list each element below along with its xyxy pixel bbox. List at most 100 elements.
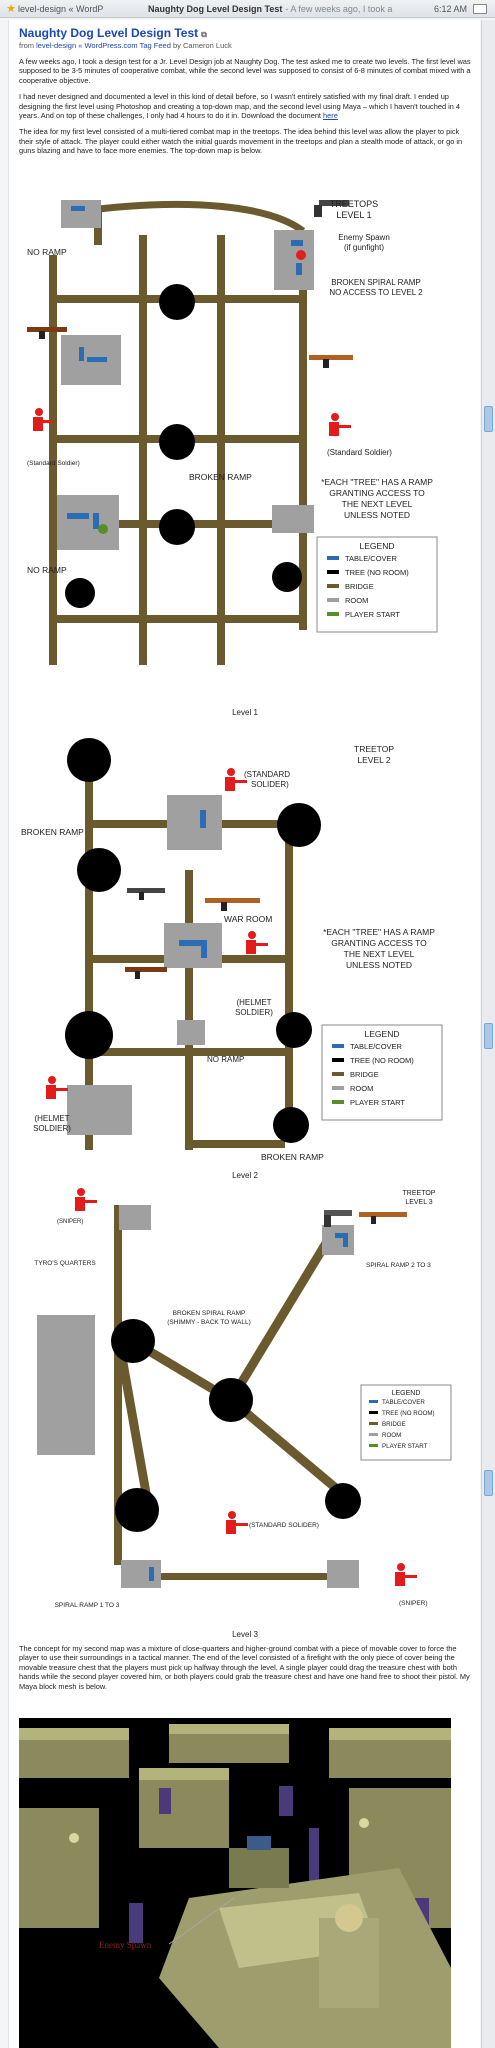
svg-text:BRIDGE: BRIDGE xyxy=(345,582,374,591)
level3-trees xyxy=(111,1319,361,1532)
soldier-icon-7 xyxy=(226,1511,248,1534)
level2-legend: LEGEND TABLE/COVER TREE (NO ROOM) BRIDGE… xyxy=(321,1024,443,1121)
svg-text:LEGEND: LEGEND xyxy=(360,541,395,551)
svg-text:ROOM: ROOM xyxy=(382,1432,401,1439)
level1-legend: LEGEND TABLE/COVER TREE (NO ROOM) BRIDGE… xyxy=(316,536,438,633)
svg-text:LEGEND: LEGEND xyxy=(392,1390,421,1397)
player-start-marker xyxy=(98,524,108,534)
svg-text:BROKEN RAMP: BROKEN RAMP xyxy=(261,1152,324,1162)
maya-block-mesh-image: Enemy Spawn xyxy=(19,1718,451,2048)
rifle-icon-4 xyxy=(205,898,260,911)
article-continued: The concept for my second map was a mixt… xyxy=(9,1638,480,1691)
article-title[interactable]: Naughty Dog Level Design Test⧉ xyxy=(19,26,207,40)
item-time: 6:12 AM xyxy=(433,3,467,14)
scroll-marker-2[interactable] xyxy=(484,1470,493,1496)
svg-text:ROOM: ROOM xyxy=(350,1084,373,1093)
scroll-marker[interactable] xyxy=(484,1023,493,1049)
rifle-icon-6 xyxy=(359,1212,407,1224)
paragraph-1: A few weeks ago, I took a design test fo… xyxy=(19,57,471,85)
svg-text:NO RAMP: NO RAMP xyxy=(207,1055,244,1064)
enemy-spawn-marker xyxy=(296,250,306,260)
svg-text:(STANDARD SOLIDER): (STANDARD SOLIDER) xyxy=(249,1522,319,1529)
level1-cover xyxy=(67,206,303,529)
external-link-icon[interactable]: ⧉ xyxy=(201,30,207,39)
soldier-icon-5 xyxy=(46,1076,68,1099)
svg-text:Enemy Spawn(if gunfight): Enemy Spawn(if gunfight) xyxy=(338,233,390,252)
svg-text:BROKEN SPIRAL RAMP(SHIMMY - BA: BROKEN SPIRAL RAMP(SHIMMY - BACK TO WALL… xyxy=(167,1310,251,1326)
browser-topbar: ★ level-design « WordP Naughty Dog Level… xyxy=(0,0,495,18)
paragraph-2: I had never designed and documented a le… xyxy=(19,92,461,121)
svg-text:BROKEN RAMP: BROKEN RAMP xyxy=(21,827,84,837)
svg-text:TREE (NO ROOM): TREE (NO ROOM) xyxy=(345,568,409,577)
level2-rooms xyxy=(67,795,222,1135)
svg-text:(Standard Soldier): (Standard Soldier) xyxy=(27,460,80,467)
svg-text:WAR ROOM: WAR ROOM xyxy=(224,914,272,924)
svg-text:TABLE/COVER: TABLE/COVER xyxy=(345,554,398,563)
maya-spawn-label: Enemy Spawn xyxy=(99,1940,152,1950)
soldier-icon-4 xyxy=(246,931,268,954)
svg-text:TYRO'S QUARTERS: TYRO'S QUARTERS xyxy=(34,1260,96,1267)
svg-text:(SNIPER): (SNIPER) xyxy=(57,1219,83,1225)
svg-text:(Standard Soldier): (Standard Soldier) xyxy=(327,448,392,457)
article: Naughty Dog Level Design Test⧉ from leve… xyxy=(9,20,480,156)
soldier-icon-3 xyxy=(225,768,247,791)
svg-text:PLAYER START: PLAYER START xyxy=(350,1098,405,1107)
item-title[interactable]: Naughty Dog Level Design Test xyxy=(148,3,283,14)
svg-text:PLAYER START: PLAYER START xyxy=(382,1443,428,1450)
level3-caption: Level 3 xyxy=(232,1630,258,1639)
soldier-icon-2 xyxy=(329,413,351,436)
svg-text:TABLE/COVER: TABLE/COVER xyxy=(382,1399,425,1406)
article-source: from level-design « WordPress.com Tag Fe… xyxy=(19,41,232,50)
svg-text:ROOM: ROOM xyxy=(345,596,368,605)
star-icon[interactable]: ★ xyxy=(6,3,16,15)
rifle-icon-2 xyxy=(309,355,353,368)
svg-text:SPIRAL RAMP 2 TO 3: SPIRAL RAMP 2 TO 3 xyxy=(366,1262,431,1269)
level1-caption: Level 1 xyxy=(232,708,258,717)
soldier-icon-6 xyxy=(75,1188,97,1211)
soldier-icon xyxy=(33,408,54,431)
scroll-thumb[interactable] xyxy=(484,406,493,432)
level3-bridges xyxy=(114,1205,347,1580)
soldier-icon-8 xyxy=(395,1563,417,1586)
level2-cover xyxy=(179,810,207,958)
rifle-icon-5 xyxy=(125,967,167,979)
download-link[interactable]: here xyxy=(323,111,338,121)
level3-rooms xyxy=(37,1205,359,1588)
svg-text:BRIDGE: BRIDGE xyxy=(350,1070,379,1079)
scrollbar[interactable] xyxy=(481,20,495,2048)
svg-text:BROKEN RAMP: BROKEN RAMP xyxy=(189,472,252,482)
svg-text:TREE (NO ROOM): TREE (NO ROOM) xyxy=(382,1410,435,1417)
article-pane: Naughty Dog Level Design Test⧉ from leve… xyxy=(8,20,480,2048)
svg-text:LEGEND: LEGEND xyxy=(365,1029,400,1039)
level1-trees xyxy=(65,284,302,608)
paragraph-3: The idea for my first level consisted of… xyxy=(19,127,463,156)
level2-trees xyxy=(65,738,321,1143)
svg-text:(SNIPER): (SNIPER) xyxy=(399,1600,428,1607)
item-snippet: - A few weeks ago, I took a xyxy=(285,3,393,14)
svg-text:NO RAMP: NO RAMP xyxy=(27,565,67,575)
feed-tab[interactable]: level-design « WordP xyxy=(18,3,104,14)
svg-text:PLAYER START: PLAYER START xyxy=(345,610,400,619)
level2-caption: Level 2 xyxy=(232,1171,258,1180)
feed-link[interactable]: level-design « WordPress.com Tag Feed xyxy=(36,41,171,50)
rifle-icon xyxy=(27,327,67,339)
paragraph-4: The concept for my second map was a mixt… xyxy=(19,1644,470,1691)
svg-text:TABLE/COVER: TABLE/COVER xyxy=(350,1042,403,1051)
svg-text:NO RAMP: NO RAMP xyxy=(27,247,67,257)
gun-icon xyxy=(314,200,349,217)
rifle-icon-3 xyxy=(127,888,165,900)
print-icon[interactable] xyxy=(473,3,487,14)
svg-text:BRIDGE: BRIDGE xyxy=(382,1421,406,1428)
level3-legend: LEGEND TABLE/COVER TREE (NO ROOM) BRIDGE… xyxy=(360,1384,452,1461)
